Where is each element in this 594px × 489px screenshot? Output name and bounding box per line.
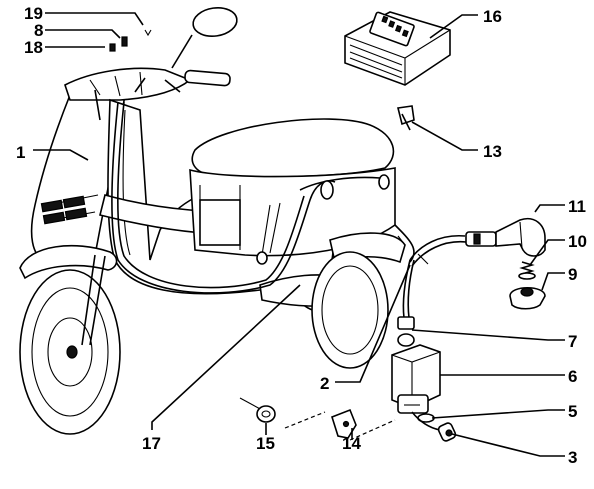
callout-3: 3 (568, 448, 577, 467)
callout-13: 13 (483, 142, 502, 161)
callout-17: 17 (142, 434, 161, 453)
ht-lead-and-plug-cap (402, 218, 546, 319)
callout-9: 9 (568, 265, 577, 284)
leader-lines (33, 12, 565, 457)
callout-16: 16 (483, 7, 502, 26)
callout-8: 8 (34, 21, 43, 40)
callout-18: 18 (24, 38, 43, 57)
callout-14: 14 (342, 434, 361, 453)
callout-2: 2 (320, 374, 329, 393)
voltage-regulator (344, 11, 451, 86)
callout-19: 19 (24, 4, 43, 23)
callout-10: 10 (568, 232, 587, 251)
scooter-illustration (19, 7, 415, 435)
bracket-and-grommet (239, 397, 396, 441)
callout-5: 5 (568, 402, 577, 421)
ignition-coil-assembly (391, 316, 457, 442)
callout-labels: 19 8 18 1 16 13 11 10 9 7 6 5 3 2 17 15 … (16, 4, 587, 467)
callout-6: 6 (568, 367, 577, 386)
callout-15: 15 (256, 434, 275, 453)
callout-1: 1 (16, 143, 25, 162)
callout-11: 11 (568, 197, 586, 216)
callout-7: 7 (568, 332, 577, 351)
spark-plug (397, 105, 415, 131)
